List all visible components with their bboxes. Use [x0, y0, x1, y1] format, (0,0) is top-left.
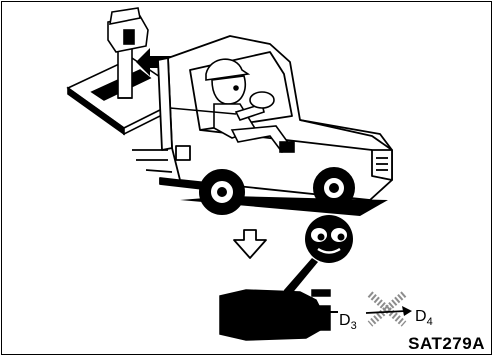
- gear-from-label: D3: [339, 312, 357, 332]
- smiley-face-icon: [282, 215, 353, 300]
- car-icon: [132, 36, 392, 200]
- down-arrow-icon: [234, 230, 266, 258]
- transmission-icon: [220, 290, 338, 340]
- figure-caption: SAT279A: [408, 334, 485, 354]
- cross-out-icon: [370, 294, 404, 324]
- gear-to-label: D4: [415, 308, 433, 328]
